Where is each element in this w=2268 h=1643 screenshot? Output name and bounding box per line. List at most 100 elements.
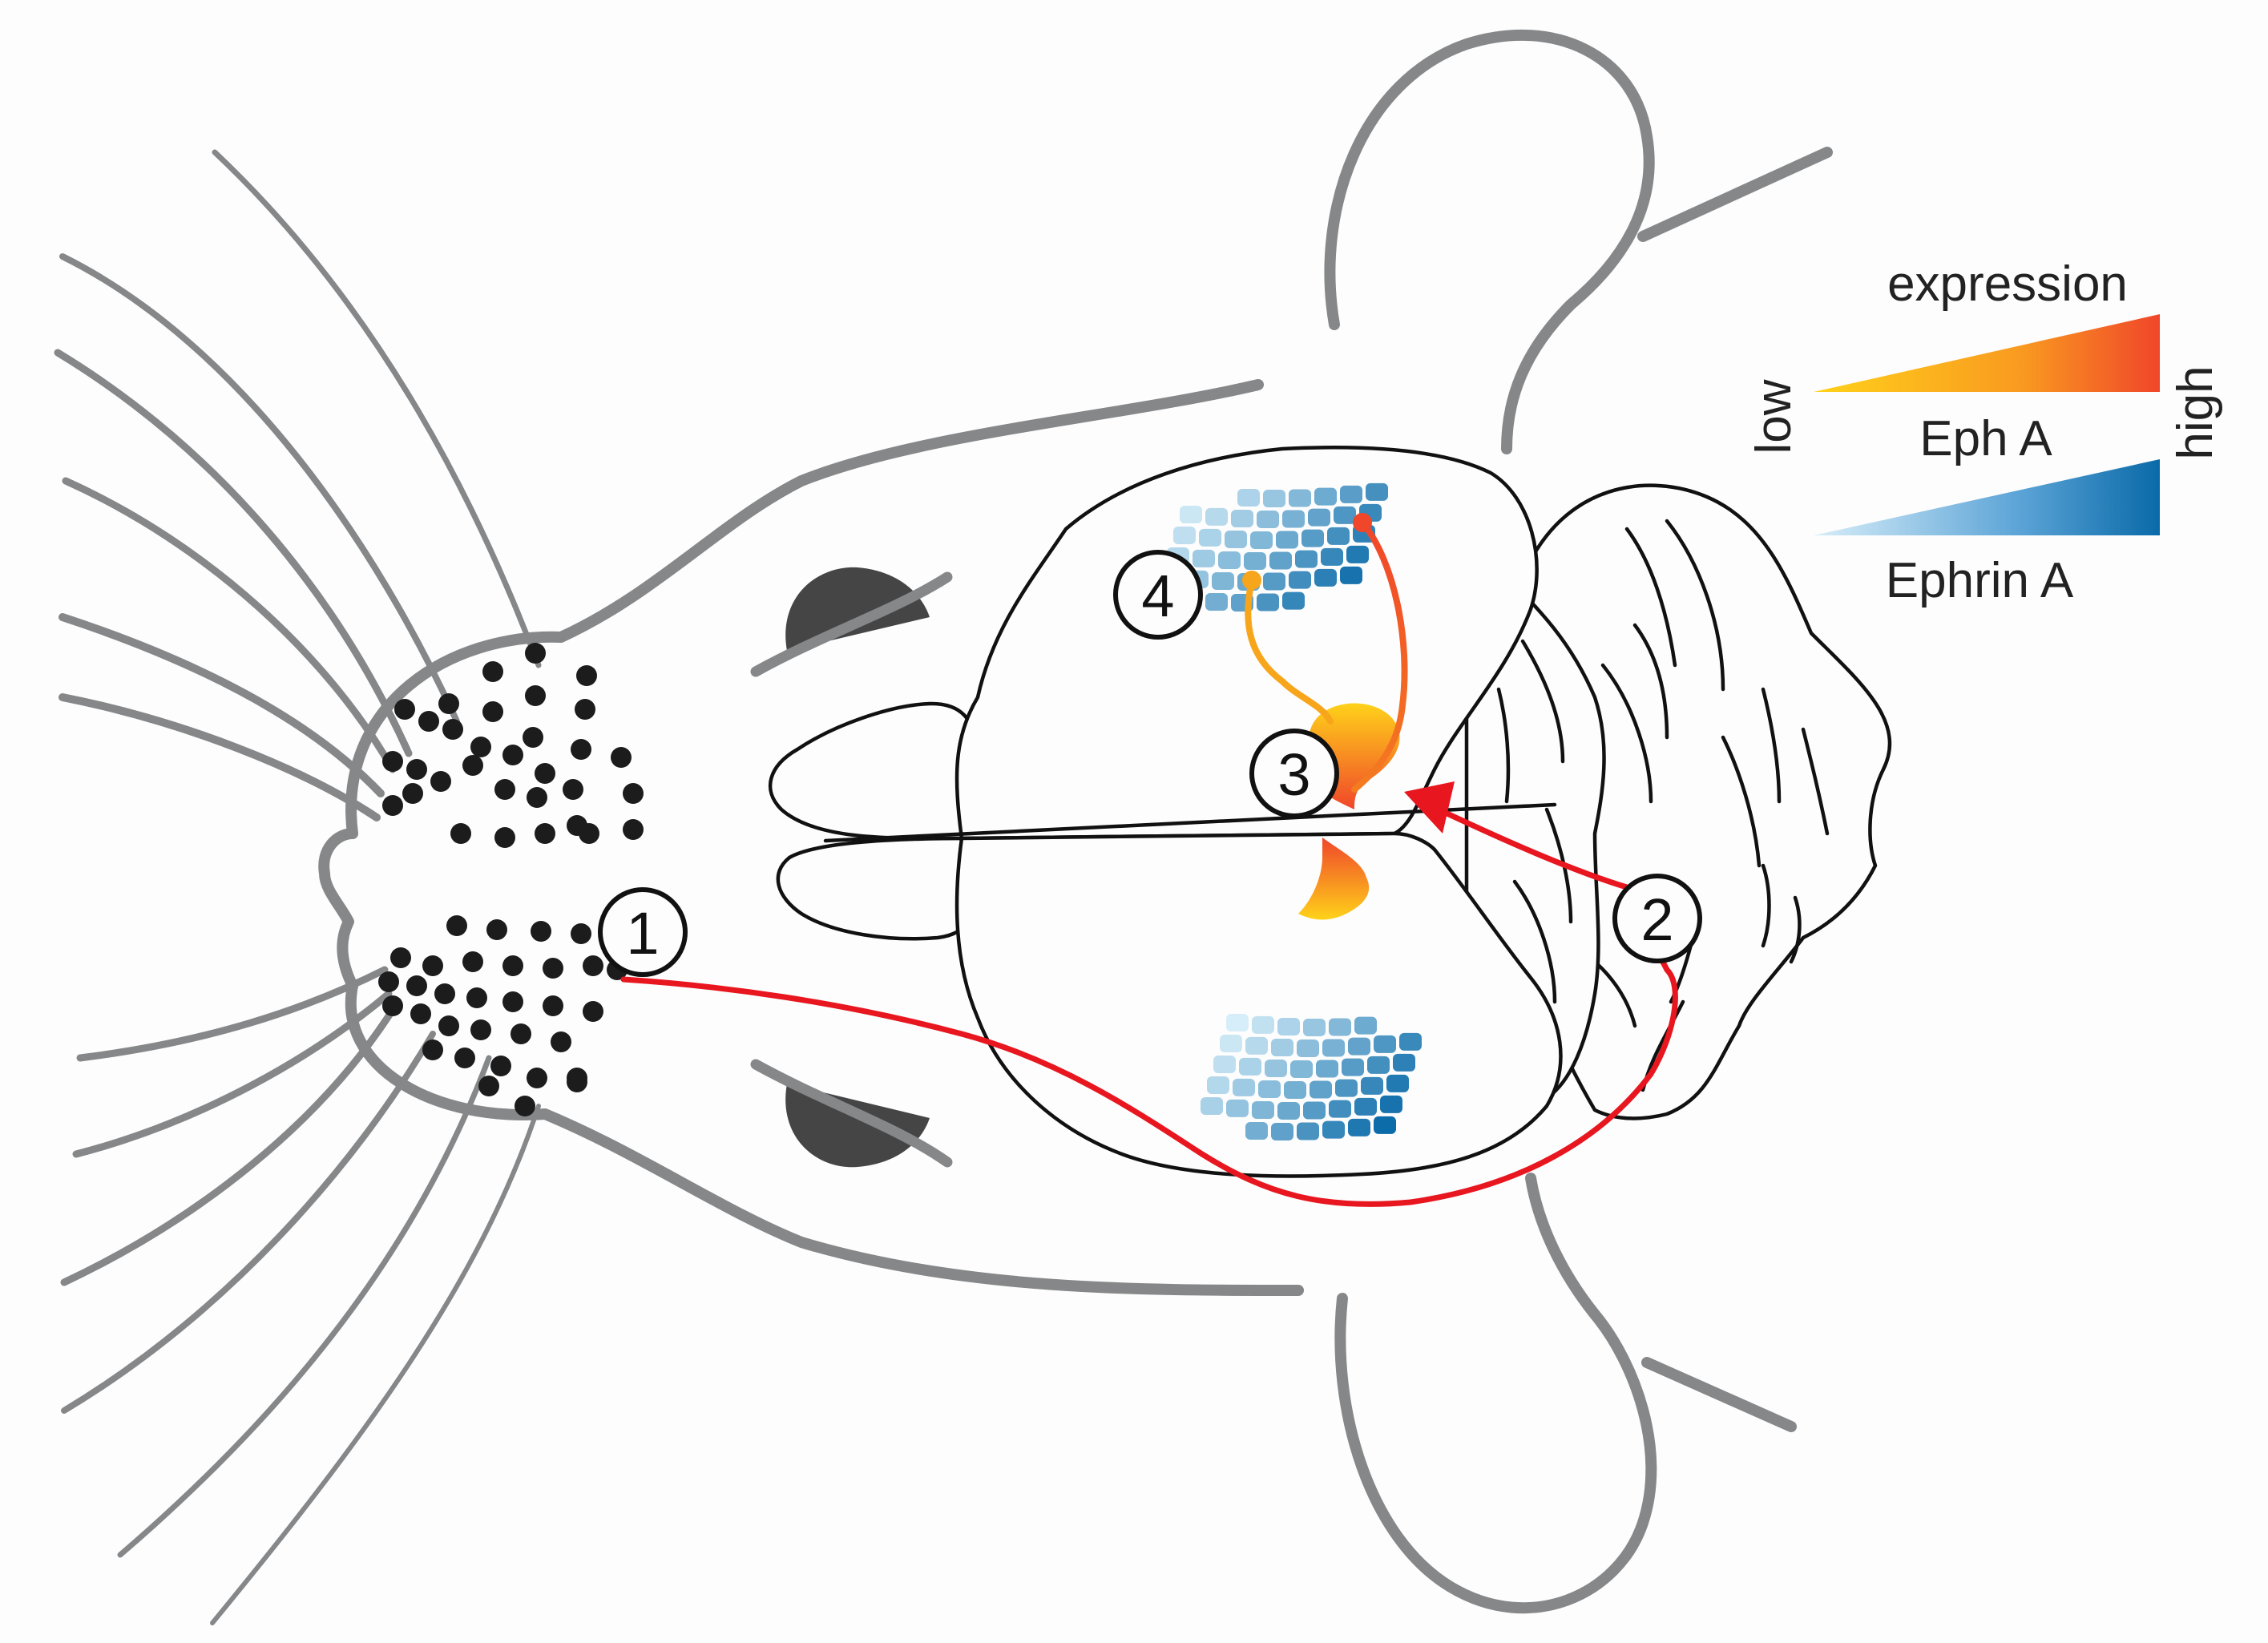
whisker-pad-dot <box>462 951 483 972</box>
barrel-cell <box>1301 529 1324 547</box>
whisker <box>54 349 413 757</box>
brainstem-to-thalamus-pathway <box>1435 806 1638 893</box>
thalamus-lower <box>1298 838 1370 920</box>
barrel-cell <box>1289 489 1311 507</box>
whisker-pad-dots <box>378 643 644 1116</box>
whisker <box>60 1006 397 1286</box>
barrel-cell <box>1173 527 1196 544</box>
barrel-cell <box>1308 508 1330 527</box>
whisker-pad-dot <box>390 947 411 968</box>
whisker-pad-dot <box>583 1001 603 1022</box>
whisker-pad-dot <box>502 745 523 765</box>
thalamocortical-orange <box>1351 519 1408 793</box>
barrel-cell <box>1386 1074 1409 1092</box>
barrel-cell <box>1218 551 1241 570</box>
whisker-pad-dot <box>527 787 547 808</box>
barrel-field-lower <box>1201 1014 1422 1140</box>
barrel-cell <box>1290 1060 1313 1078</box>
barrel-cell <box>1213 1056 1236 1073</box>
barrel-cell <box>1212 572 1234 591</box>
thalamocortical-yellow <box>1245 577 1334 725</box>
barrel-cell <box>1329 1018 1351 1036</box>
whisker-pad-dot <box>623 783 644 804</box>
barrel-cell <box>1277 1101 1300 1120</box>
eph-label: Eph A <box>1919 411 2052 466</box>
barrel-cell <box>1303 1018 1326 1036</box>
whisker-pad-dot <box>623 819 644 840</box>
whisker-pad-dot <box>563 779 583 800</box>
head-lower-contour <box>345 980 1304 1296</box>
eye-lower <box>785 1084 930 1168</box>
barrel-cell <box>1180 506 1202 523</box>
barrel-cell <box>1374 1116 1396 1134</box>
whisker <box>117 1055 492 1558</box>
expression-legend: expression Eph A Ephrin A low high <box>1746 256 2223 608</box>
barrel-cell <box>1314 487 1337 506</box>
barrel-cell <box>1225 531 1247 549</box>
whisker-pad-dot <box>482 701 503 722</box>
barrel-cell <box>1263 572 1285 591</box>
whisker-pad-dot <box>502 991 523 1012</box>
whisker-pad-dot <box>579 823 599 844</box>
barrel-cell <box>1271 1039 1293 1057</box>
whisker-pad-dot <box>470 737 491 757</box>
whisker-pad-dot <box>422 955 443 976</box>
eph-gradient-wedge <box>1814 314 2160 392</box>
high-label: high <box>2168 365 2223 459</box>
whisker-pad-dot <box>470 1019 491 1040</box>
legend-title: expression <box>1887 256 2128 312</box>
barrel-cell <box>1207 1076 1229 1094</box>
whisker-pad-dot <box>418 711 439 732</box>
marker-3-label: 3 <box>1277 741 1310 808</box>
low-label: low <box>1746 379 1802 454</box>
marker-4-label: 4 <box>1141 563 1174 629</box>
barrel-cell <box>1322 1120 1345 1139</box>
whisker-pad-dot <box>422 1039 443 1060</box>
barrel-cell <box>1237 489 1260 507</box>
whisker <box>62 477 397 773</box>
marker-3: 3 <box>1249 729 1339 818</box>
whisker-pad-dot <box>576 665 597 686</box>
barrel-cell <box>1366 482 1388 501</box>
whisker-pad-dot <box>543 995 563 1016</box>
whisker-pad-dot <box>402 783 423 804</box>
whisker-pad-dot <box>515 1096 535 1116</box>
barrel-cell <box>1245 1036 1268 1055</box>
whisker-pad-dot <box>525 685 546 706</box>
barrel-cell <box>1193 549 1215 567</box>
whisker-pad-dot <box>430 771 451 792</box>
whisker-pad-dot <box>543 958 563 979</box>
barrel-cell <box>1205 593 1228 612</box>
barrel-cell <box>1367 1056 1390 1074</box>
barrel-cell <box>1269 551 1292 570</box>
barrel-cell <box>1393 1053 1415 1072</box>
whisker <box>76 966 389 1062</box>
barrel-cell <box>1374 1035 1396 1053</box>
barrel-cell <box>1340 566 1362 584</box>
whisker-pad-dot <box>438 693 459 714</box>
barrel-cell <box>1231 510 1253 528</box>
thalamocortical-orange-terminal <box>1353 513 1372 532</box>
whisker-pad-dot <box>482 661 503 682</box>
whisker-pad-dot <box>583 955 603 976</box>
whisker <box>59 253 460 725</box>
barrel-cell <box>1314 568 1337 587</box>
lower-ear-stub <box>1641 1357 1797 1432</box>
olfactory-bulb-lower <box>776 836 975 941</box>
barrel-cell <box>1265 1060 1287 1078</box>
whisker <box>212 149 542 668</box>
barrel-cell <box>1205 507 1228 526</box>
barrel-cell <box>1252 1015 1274 1034</box>
barrel-cell <box>1342 1058 1364 1076</box>
trigeminal-pathway <box>620 947 1678 1207</box>
barrel-cell <box>1348 1118 1370 1136</box>
barrel-cell <box>1289 571 1311 589</box>
head-upper-contour <box>345 379 1264 839</box>
whisker-pad-dot <box>486 919 507 940</box>
whisker-pad-dot <box>527 1068 547 1088</box>
whisker-pad-dot <box>535 823 555 844</box>
whisker-pad-dot <box>442 719 463 740</box>
barrel-cell <box>1321 547 1343 566</box>
marker-1: 1 <box>598 887 688 977</box>
